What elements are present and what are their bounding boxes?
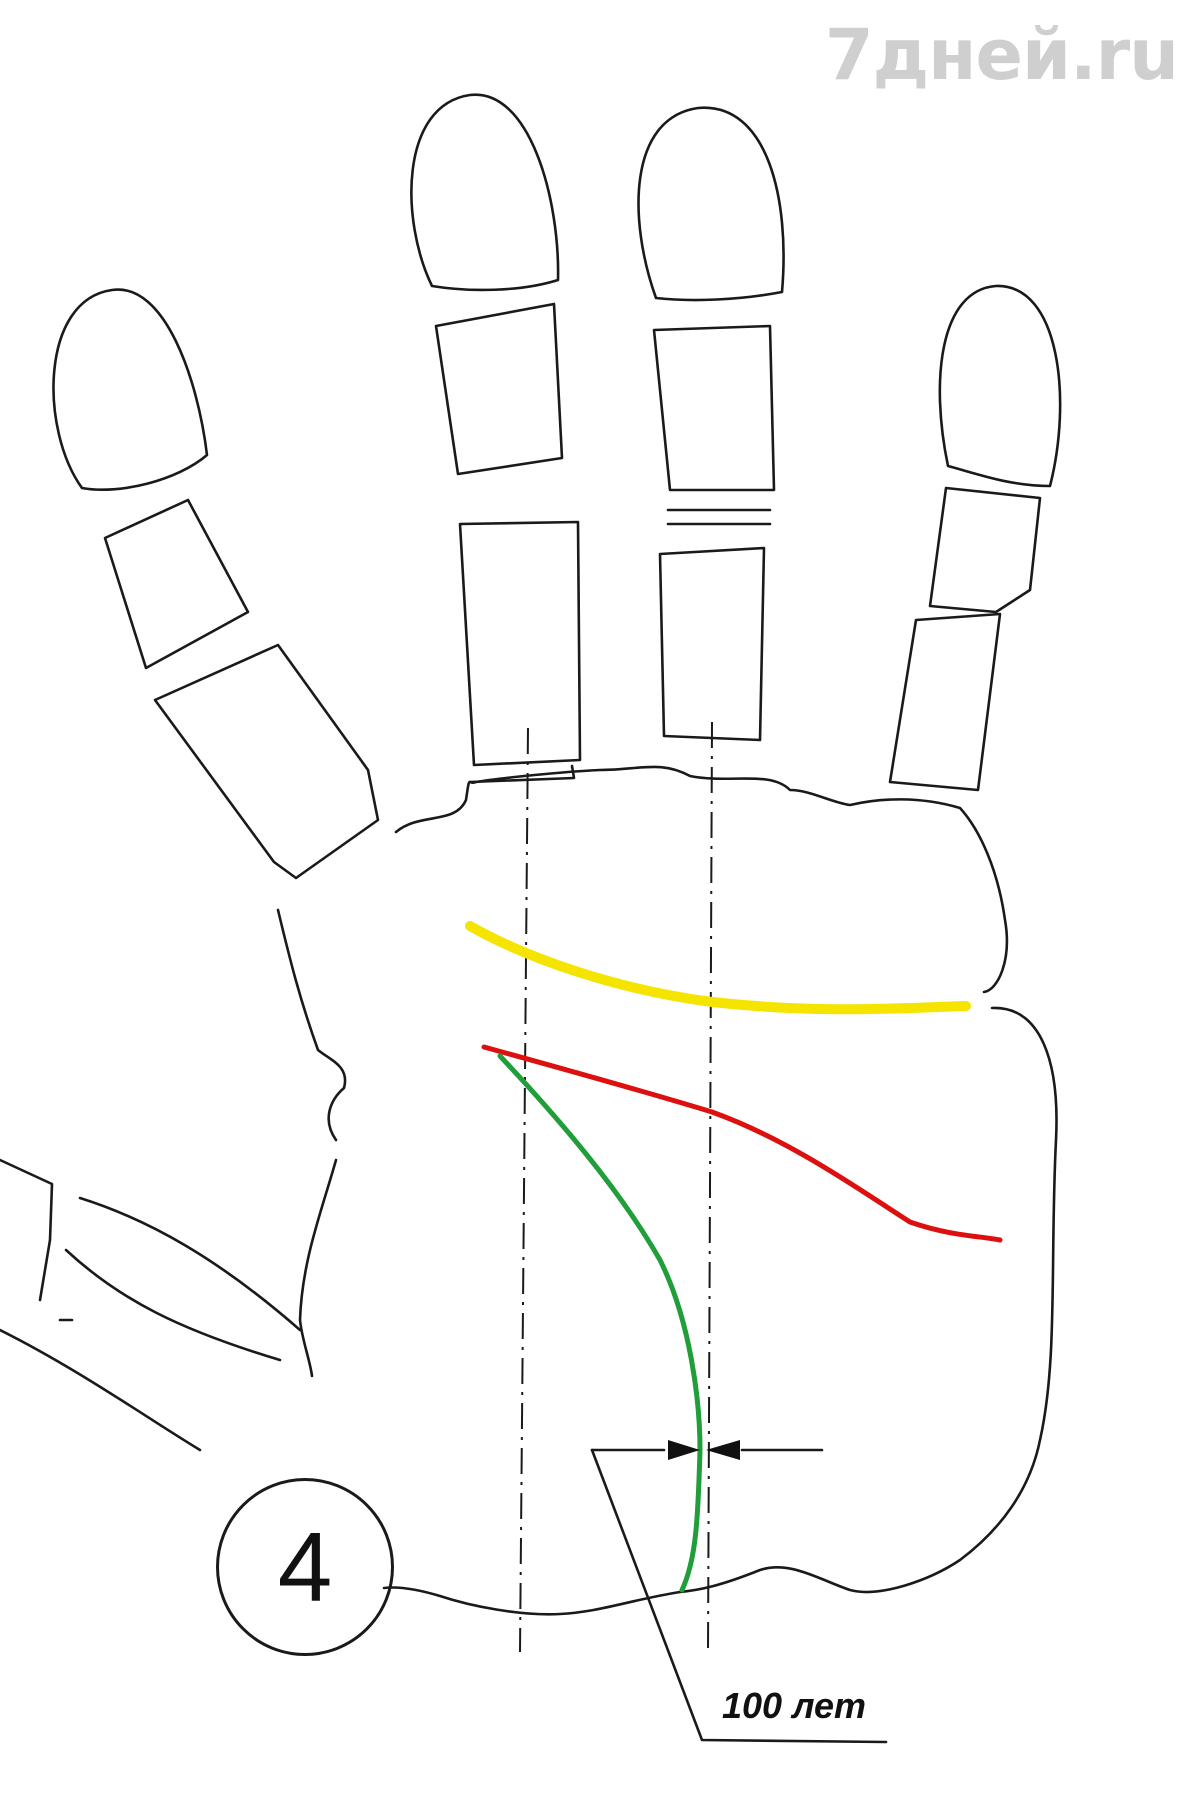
heart-line xyxy=(465,921,971,1015)
finger-axis-lines xyxy=(519,721,713,1653)
watermark-logo: 7дней.ru xyxy=(824,14,1179,96)
middle-finger-axis-line xyxy=(707,721,713,1653)
index-finger xyxy=(888,284,1062,792)
middle-finger xyxy=(637,106,785,742)
little-finger xyxy=(52,288,380,880)
age-label: 100 лет xyxy=(722,1685,867,1726)
palm-outline xyxy=(0,765,1058,1616)
life-line xyxy=(497,1053,703,1593)
age-measure-marker xyxy=(590,1440,888,1744)
ring-finger xyxy=(410,93,582,784)
figure-number-badge: 4 xyxy=(216,1478,394,1656)
head-line xyxy=(481,1044,1003,1243)
ring-finger-axis-line xyxy=(519,727,529,1653)
